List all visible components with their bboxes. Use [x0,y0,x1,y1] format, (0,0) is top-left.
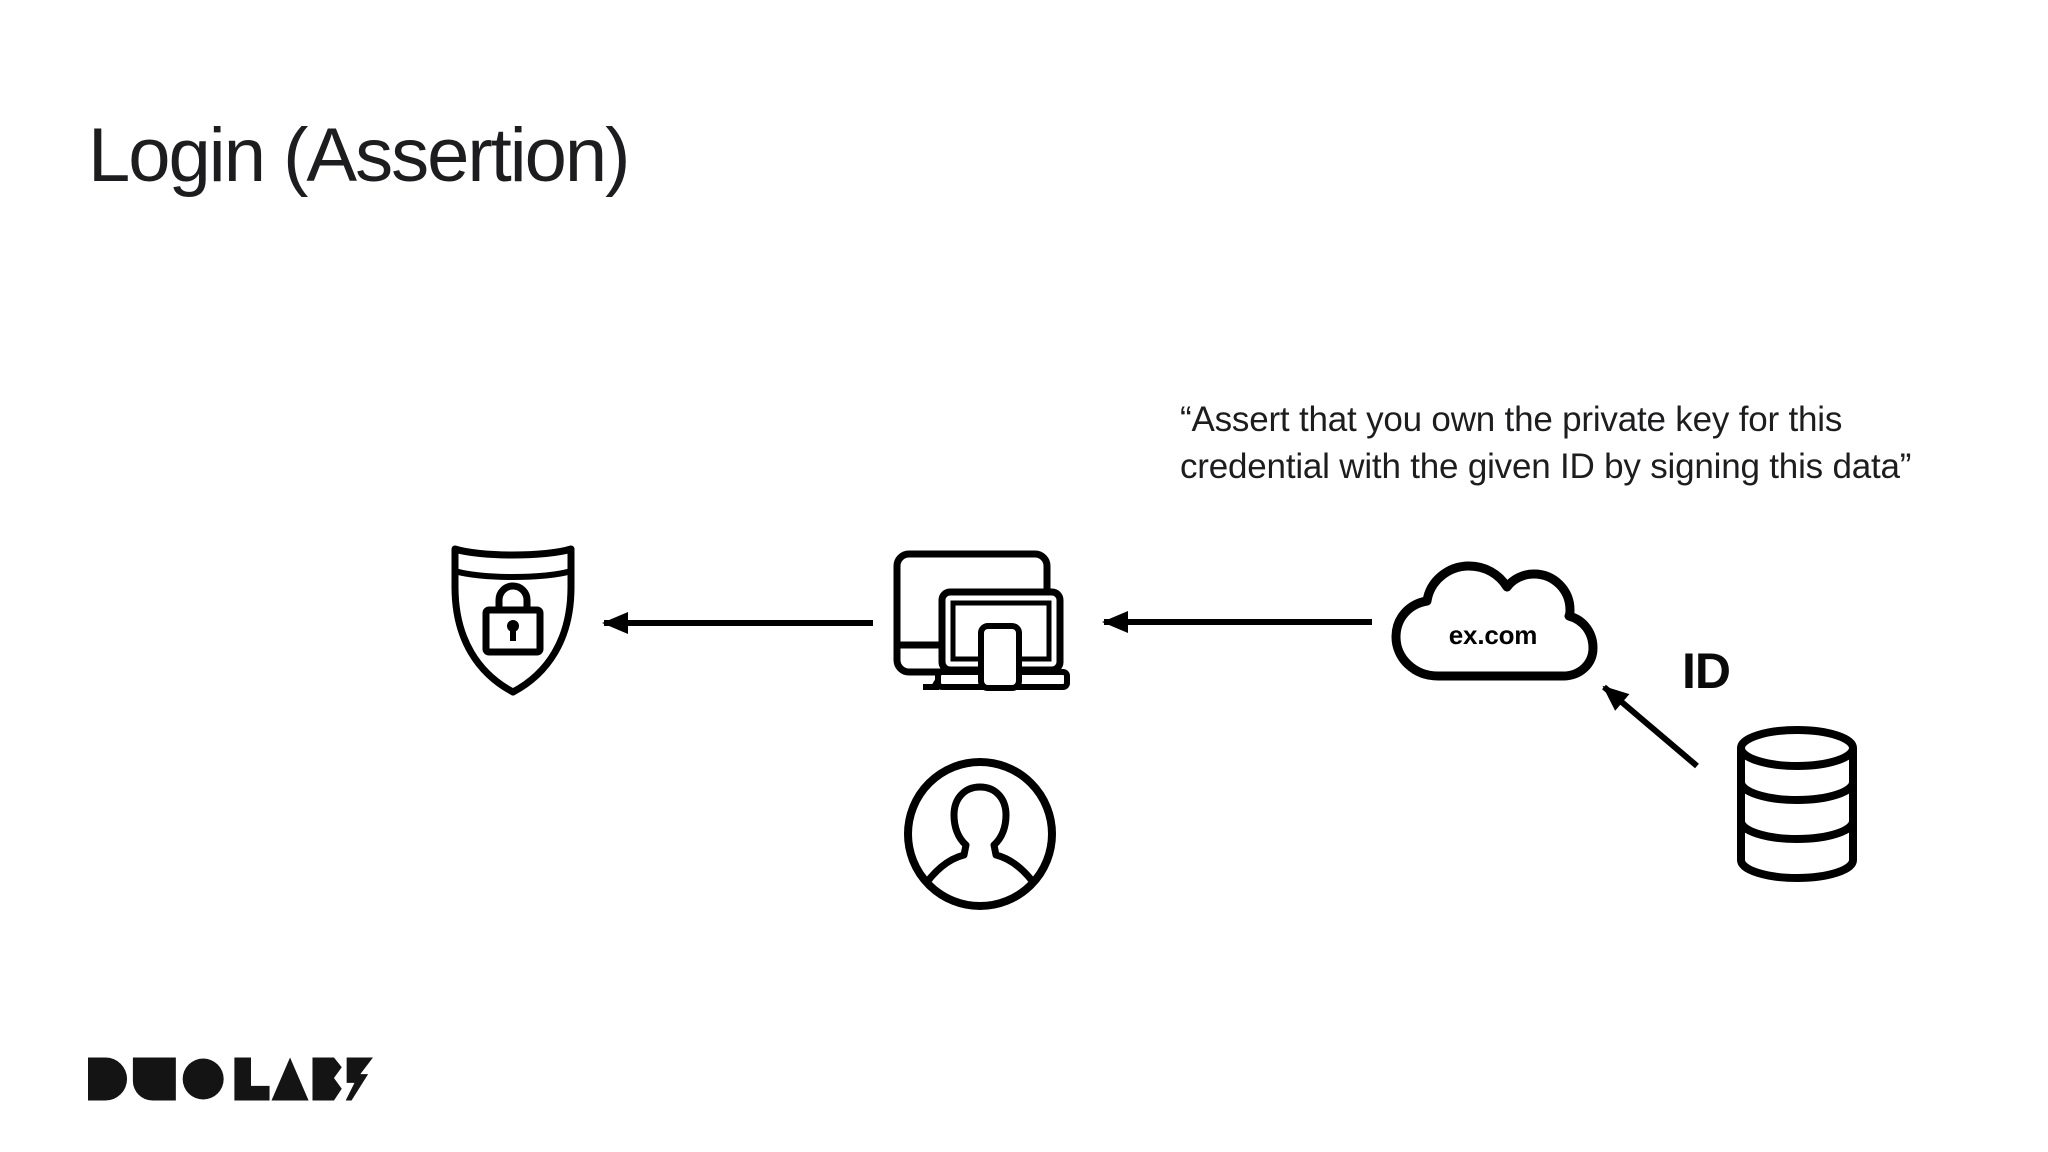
database-icon [1737,726,1857,882]
shield-lock-icon [451,545,575,696]
devices-icon [893,550,1070,691]
cloud-icon [1391,561,1598,681]
assertion-quote: “Assert that you own the private key for… [1180,396,2048,490]
user-avatar-icon [904,758,1056,910]
duo-labs-logo [88,1057,373,1101]
cloud-label: ex.com [1448,620,1538,650]
quote-line-2: credential with the given ID by signing … [1180,447,1912,486]
id-label: ID [1682,643,1731,699]
arrow-database-to-server [1602,684,1699,769]
quote-line-1: “Assert that you own the private key for… [1180,400,1843,439]
slide-title: Login (Assertion) [88,113,630,198]
